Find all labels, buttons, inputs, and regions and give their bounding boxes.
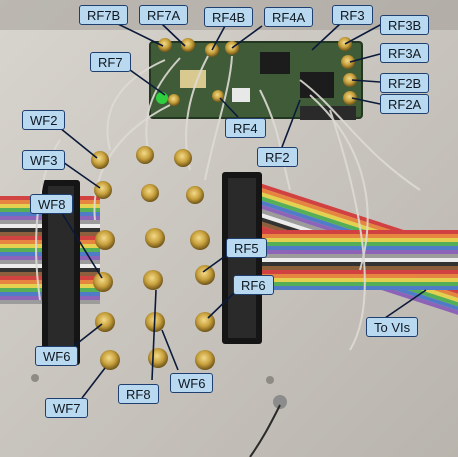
callout-rf8: RF8: [118, 384, 159, 404]
callout-wf6-right: WF6: [170, 373, 214, 393]
callout-rf2a: RF2A: [380, 94, 430, 114]
callout-to-vis: To VIs: [366, 317, 419, 337]
callout-rf3a: RF3A: [380, 43, 430, 63]
callout-rf4b: RF4B: [204, 7, 254, 27]
callout-rf7: RF7: [90, 52, 131, 72]
callout-rf3b: RF3B: [380, 15, 430, 35]
callout-rf4: RF4: [225, 118, 266, 138]
callout-wf3: WF3: [22, 150, 66, 170]
callout-wf6-left: WF6: [35, 346, 79, 366]
callout-rf6: RF6: [233, 275, 274, 295]
callout-rf5: RF5: [226, 238, 267, 258]
callout-wf2: WF2: [22, 110, 66, 130]
callout-rf7b: RF7B: [79, 5, 129, 25]
callout-wf7: WF7: [45, 398, 89, 418]
callout-wf8: WF8: [30, 194, 74, 214]
callout-rf3: RF3: [332, 5, 373, 25]
callout-rf4a: RF4A: [264, 7, 314, 27]
callout-rf7a: RF7A: [139, 5, 189, 25]
callout-rf2b: RF2B: [380, 73, 430, 93]
callout-rf2: RF2: [257, 147, 298, 167]
